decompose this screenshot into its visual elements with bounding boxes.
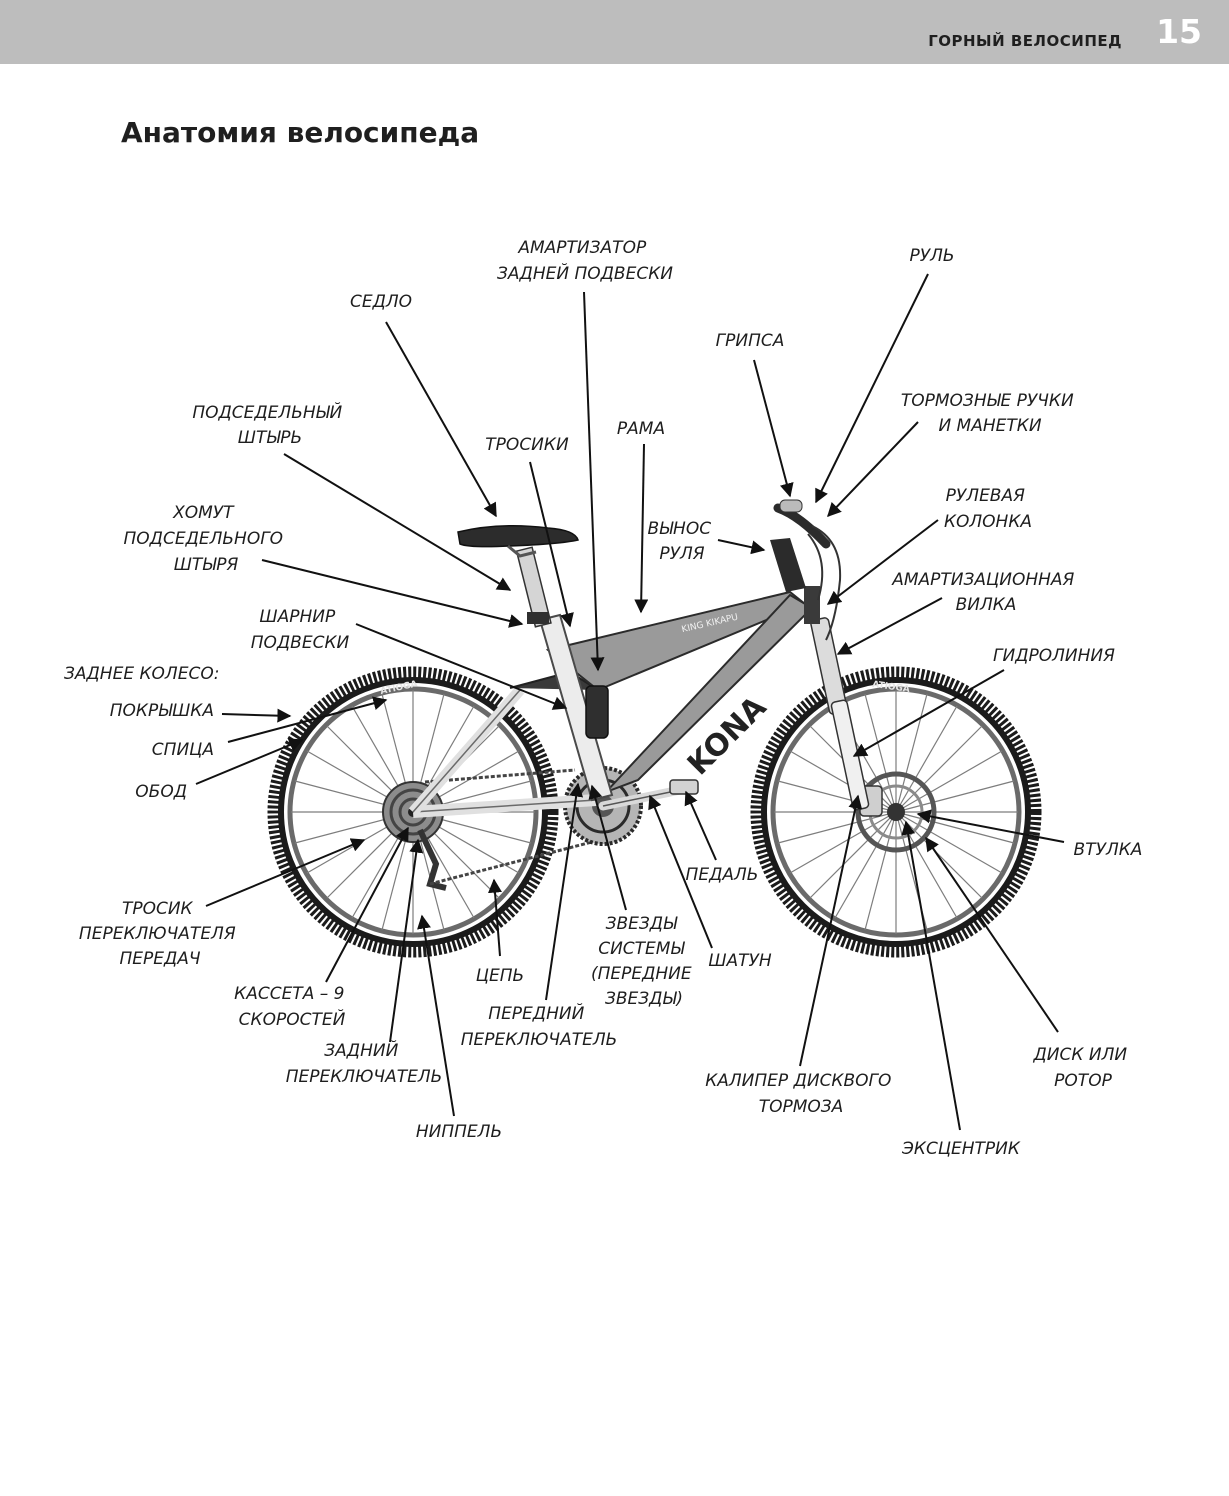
leader-lines [195, 273, 1065, 1131]
label-stem: ВЫНОС РУЛЯ [647, 519, 716, 564]
front-wheel: ATIOGA [750, 666, 1042, 958]
label-crank: ШАТУН [708, 951, 772, 971]
label-seat-clamp: ХОМУТ ПОДСЕДЕЛЬНОГО ШТЫРЯ [124, 503, 289, 575]
label-seatpost: ПОДСЕДЕЛЬНЫЙ ШТЫРЬ [192, 401, 347, 448]
label-spoke: СПИЦА [152, 740, 214, 760]
label-brake-levers: ТОРМОЗНЫЕ РУЧКИ И МАНЕТКИ [901, 391, 1079, 436]
page-title: Анатомия велосипеда [121, 116, 480, 149]
part-labels: АМАРТИЗАТОР ЗАДНЕЙ ПОДВЕСКИ РУЛЬ СЕДЛО Г… [64, 238, 1142, 1159]
label-pedal: ПЕДАЛЬ [686, 865, 759, 885]
saddle-assembly [457, 525, 579, 628]
running-head: ГОРНЫЙ ВЕЛОСИПЕД [928, 32, 1122, 50]
bicycle-illustration: ATIOGA [267, 499, 1042, 958]
header-band [0, 0, 1229, 64]
label-pivot: ШАРНИР ПОДВЕСКИ [251, 607, 350, 653]
label-front-derailleur: ПЕРЕДНИЙ ПЕРЕКЛЮЧАТЕЛЬ [461, 1002, 618, 1050]
label-rotor: ДИСК ИЛИ РОТОР [1033, 1045, 1133, 1091]
label-quick-release: ЭКСЦЕНТРИК [901, 1139, 1021, 1159]
label-cassette: КАССЕТА – 9 СКОРОСТЕЙ [234, 984, 350, 1030]
label-headset: РУЛЕВАЯ КОЛОНКА [944, 486, 1032, 532]
rear-wheel: ATIOGA [267, 666, 559, 958]
label-frame: РАМА [617, 419, 665, 439]
label-shock: АМАРТИЗАТОР ЗАДНЕЙ ПОДВЕСКИ [497, 238, 673, 284]
cockpit [770, 499, 842, 641]
label-hydraulic-line: ГИДРОЛИНИЯ [993, 646, 1115, 666]
label-rear-wheel: ЗАДНЕЕ КОЛЕСО: [64, 664, 219, 684]
fork [804, 586, 870, 811]
page-number: 15 [1156, 12, 1202, 51]
label-rear-derailleur: ЗАДНИЙ ПЕРЕКЛЮЧАТЕЛЬ [286, 1039, 443, 1087]
label-nipple: НИППЕЛЬ [416, 1122, 502, 1142]
label-saddle: СЕДЛО [350, 292, 412, 312]
label-chainrings: ЗВЕЗДЫ СИСТЕМЫ (ПЕРЕДНИЕ ЗВЕЗДЫ) [591, 914, 697, 1009]
label-cables: ТРОСИКИ [485, 435, 569, 455]
label-caliper: КАЛИПЕР ДИСКВОГО ТОРМОЗА [705, 1071, 897, 1117]
chain [424, 768, 593, 886]
label-derailleur-cable: ТРОСИК ПЕРЕКЛЮЧАТЕЛЯ ПЕРЕДАЧ [79, 899, 241, 969]
label-chain: ЦЕПЬ [476, 966, 524, 986]
label-hub: ВТУЛКА [1074, 840, 1143, 860]
label-rim: ОБОД [135, 782, 187, 802]
label-suspension-fork: АМАРТИЗАЦИОННАЯ ВИЛКА [891, 570, 1080, 615]
label-handlebar: РУЛЬ [909, 246, 954, 266]
disc-brake [855, 771, 937, 853]
label-tire: ПОКРЫШКА [110, 701, 214, 721]
label-grip: ГРИПСА [716, 331, 785, 351]
